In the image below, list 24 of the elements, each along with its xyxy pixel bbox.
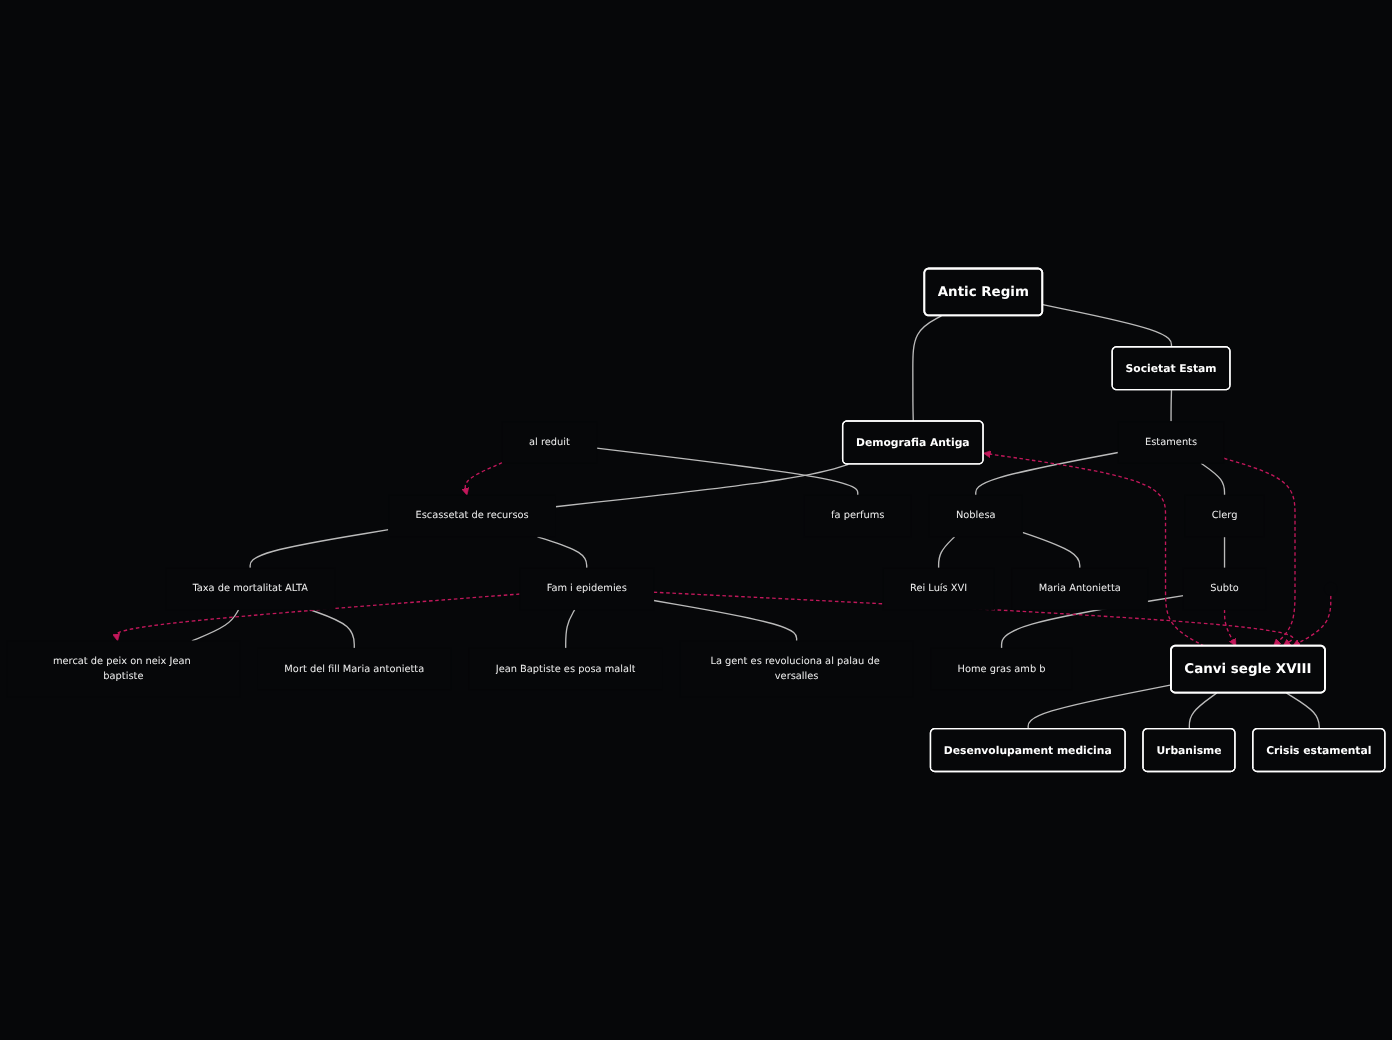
connector: [596, 447, 859, 496]
connector: [1042, 304, 1173, 348]
connector: [536, 536, 588, 569]
arrow: [1223, 609, 1237, 647]
connector: [1285, 692, 1320, 730]
arrow: [1292, 594, 1332, 647]
connector: [565, 609, 576, 649]
connector: [1223, 536, 1226, 569]
connector: [912, 315, 943, 423]
connector: [652, 599, 798, 642]
arrow: [1223, 457, 1296, 647]
connector: [308, 609, 355, 649]
connector: [1188, 692, 1218, 730]
arrow: [461, 462, 503, 496]
connector: [249, 529, 390, 569]
connector: [1027, 684, 1173, 730]
connector: [191, 609, 240, 642]
connector: [937, 536, 956, 569]
connector: [1170, 389, 1173, 423]
connector: [1021, 531, 1081, 569]
connector: [1200, 462, 1226, 496]
connector: [554, 463, 849, 508]
connector: [975, 451, 1119, 496]
arrow: [112, 593, 521, 642]
